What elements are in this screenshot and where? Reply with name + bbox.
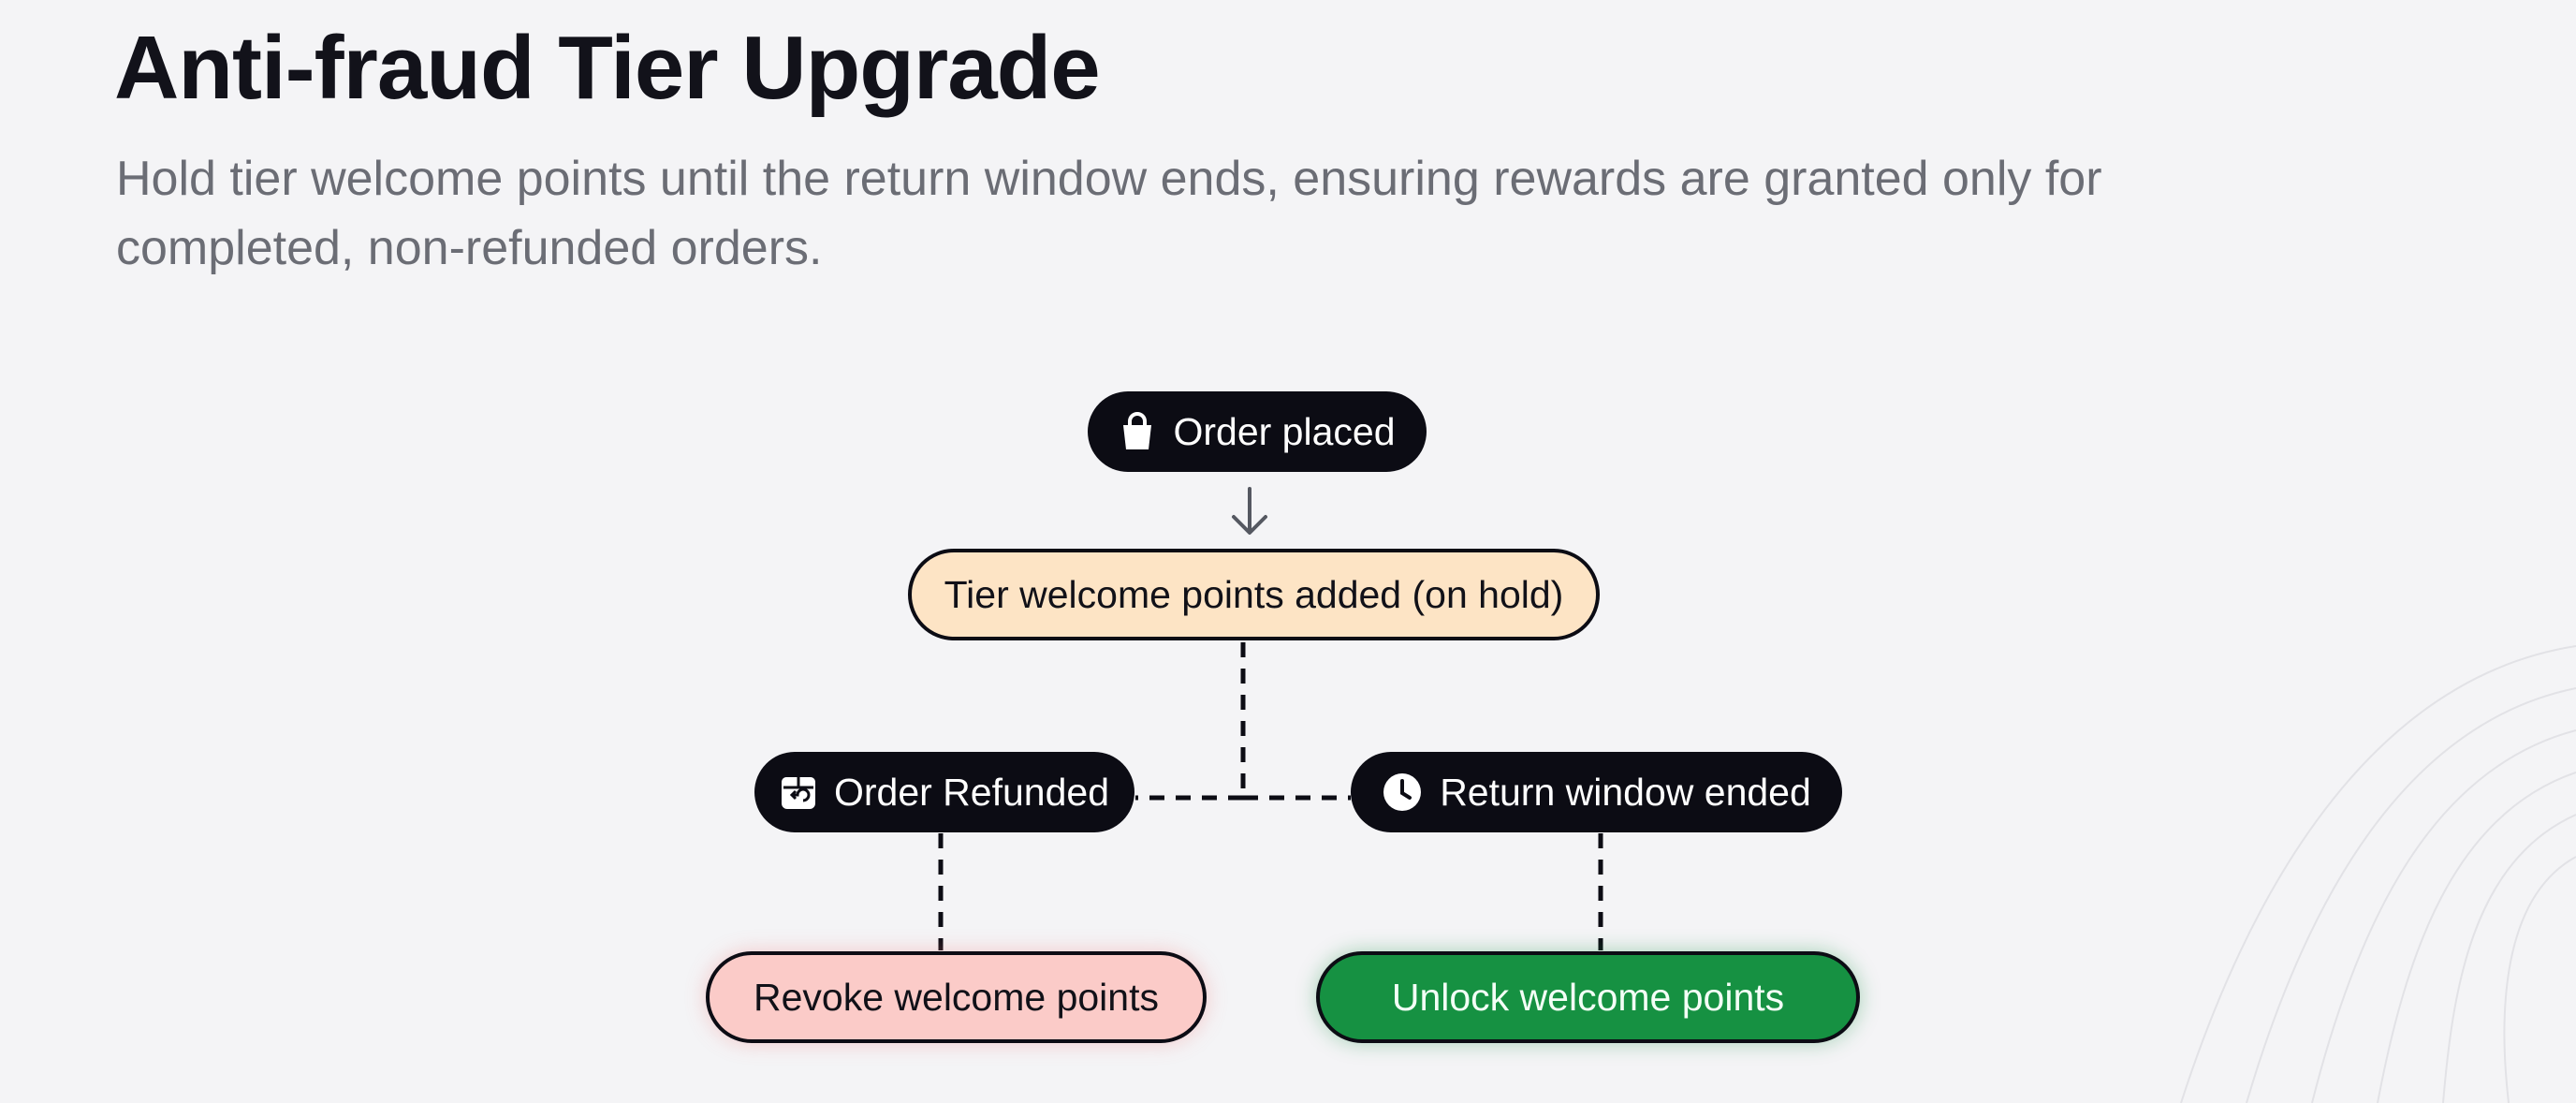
order-refunded-node: Order Refunded [754, 752, 1134, 832]
shopping-bag-icon [1119, 412, 1156, 451]
points-on-hold-node: Tier welcome points added (on hold) [908, 549, 1600, 640]
unlock-points-node: Unlock welcome points [1316, 951, 1860, 1043]
revoke-points-node: Revoke welcome points [706, 951, 1207, 1043]
page-title: Anti-fraud Tier Upgrade [114, 18, 1101, 118]
order-refunded-label: Order Refunded [833, 770, 1109, 814]
revoke-points-label: Revoke welcome points [754, 975, 1159, 1019]
page-subtitle: Hold tier welcome points until the retur… [116, 152, 2102, 275]
order-placed-node: Order placed [1088, 391, 1427, 472]
order-placed-label: Order placed [1173, 409, 1396, 453]
points-on-hold-label: Tier welcome points added (on hold) [944, 572, 1564, 616]
arrow-down-icon [1232, 487, 1267, 535]
clock-icon [1382, 772, 1423, 813]
return-window-ended-node: Return window ended [1351, 752, 1842, 832]
unlock-points-label: Unlock welcome points [1391, 975, 1785, 1019]
return-window-ended-label: Return window ended [1440, 770, 1811, 814]
refund-box-icon [780, 773, 817, 811]
